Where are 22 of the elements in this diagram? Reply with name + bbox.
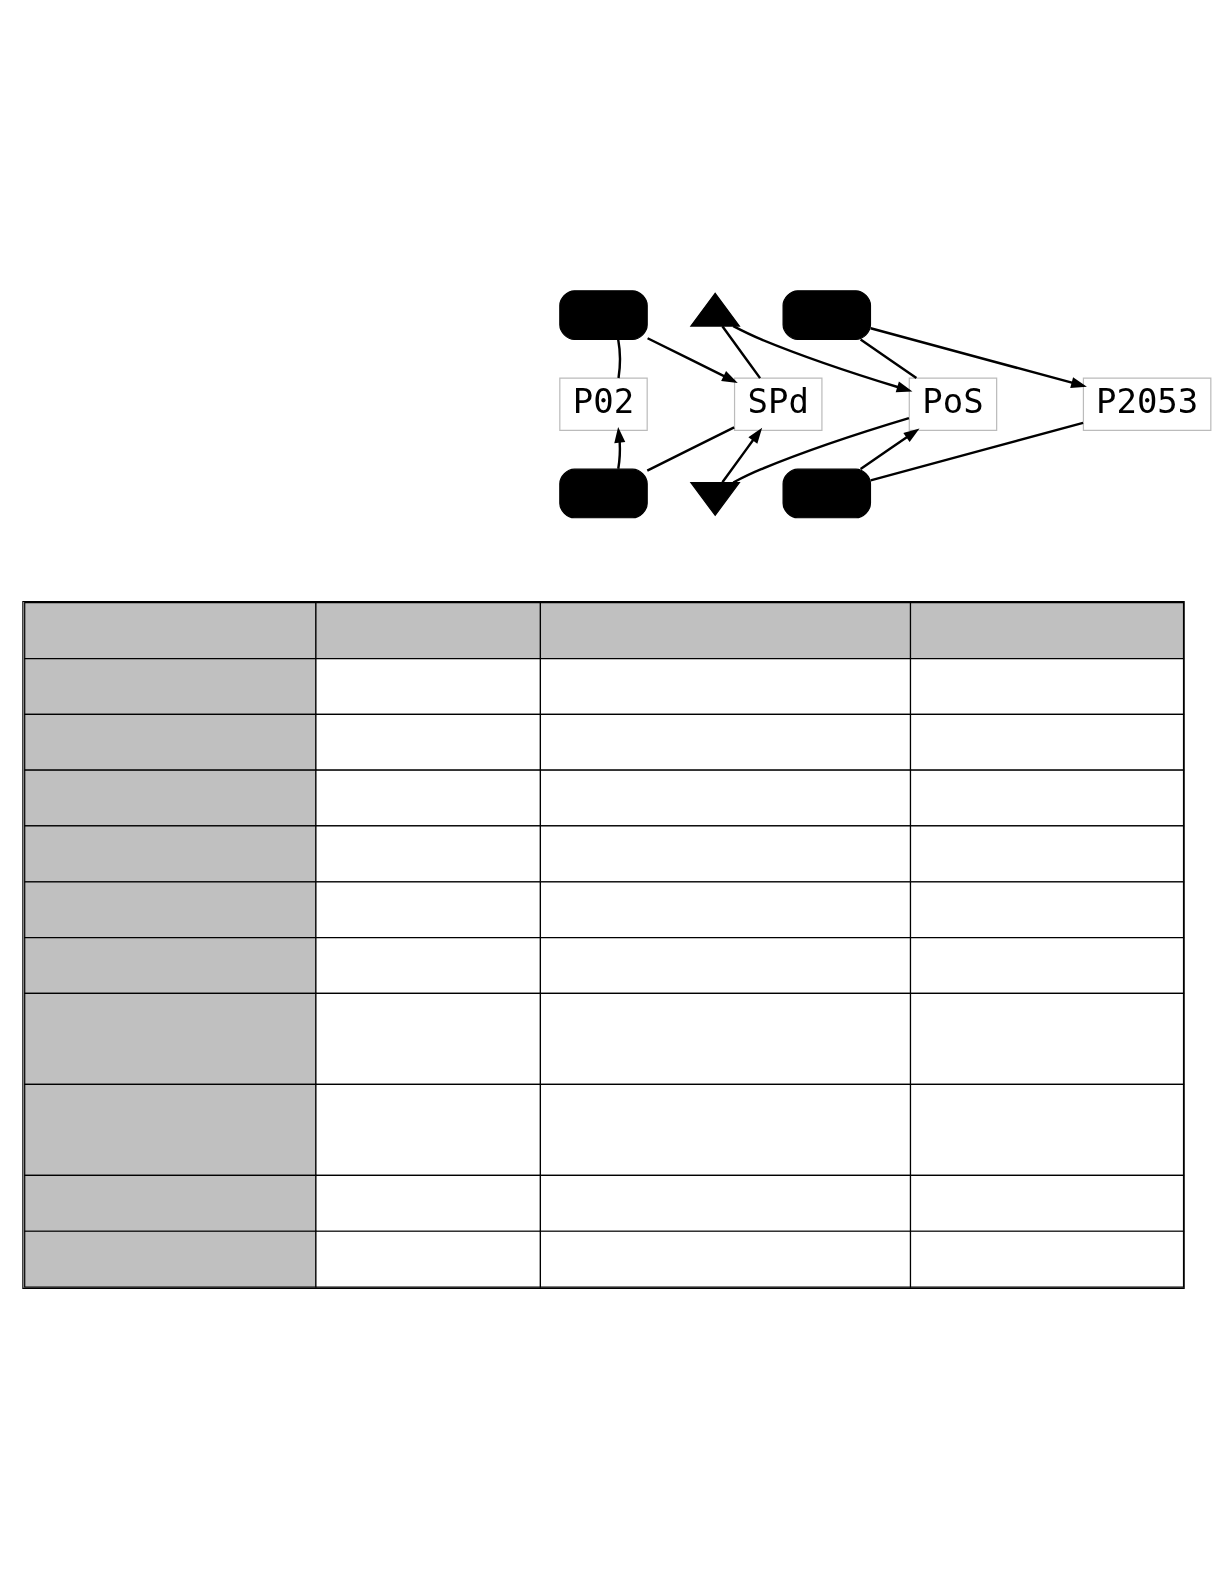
node-box <box>559 290 648 340</box>
node-box: P02 <box>559 377 648 431</box>
node-box: P2053 <box>1082 377 1212 431</box>
connector <box>859 338 918 379</box>
node-box <box>782 290 872 340</box>
connector <box>870 421 1084 482</box>
arrow <box>647 337 738 383</box>
arrow <box>732 325 913 393</box>
connector <box>732 417 910 484</box>
node-box: PoS <box>908 377 998 431</box>
node-invtriangle <box>689 481 741 517</box>
arrow <box>721 427 763 483</box>
arrow <box>859 428 920 471</box>
connector <box>721 325 762 379</box>
connector <box>617 339 622 379</box>
connector <box>646 426 735 472</box>
arrow <box>614 426 626 469</box>
node-box: SPd <box>733 377 823 431</box>
node-box <box>559 468 648 519</box>
node-triangle <box>689 292 741 327</box>
node-box <box>782 468 872 519</box>
arrow <box>870 327 1087 388</box>
